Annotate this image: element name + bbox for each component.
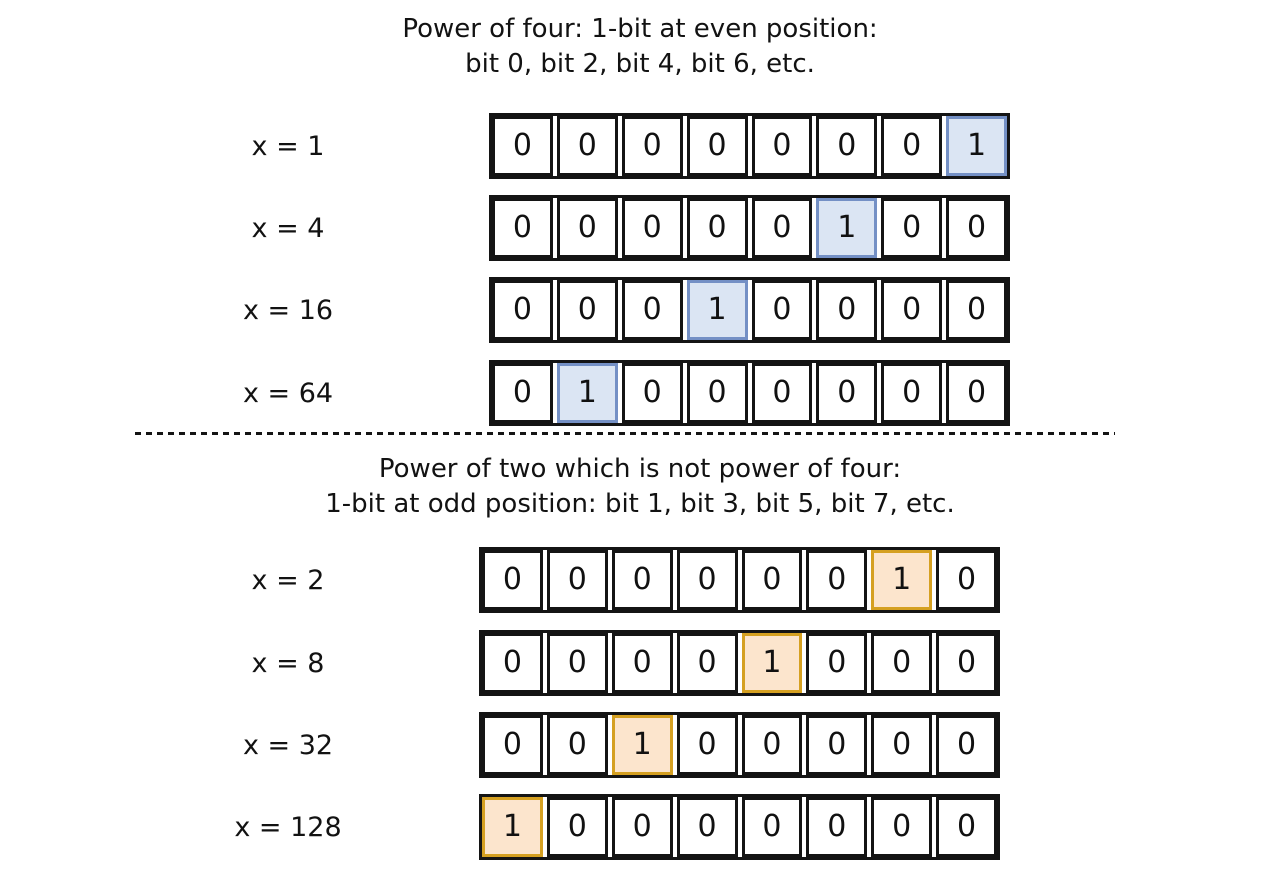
- bit-cell-highlighted: 1: [482, 797, 543, 857]
- bit-cell: 0: [621, 198, 683, 258]
- bit-cell: 0: [556, 116, 618, 176]
- bit-cell: 0: [946, 363, 1007, 423]
- bit-cell: 0: [816, 363, 878, 423]
- bit-cell: 0: [936, 797, 997, 857]
- bit-cell: 0: [621, 363, 683, 423]
- bit-cell: 0: [546, 797, 608, 857]
- bit-cell: 0: [881, 280, 943, 340]
- bit-cell-highlighted: 1: [946, 116, 1007, 176]
- bit-cell: 0: [946, 280, 1007, 340]
- bit-cell-highlighted: 1: [686, 280, 748, 340]
- bit-cell: 0: [546, 550, 608, 610]
- row-label: x = 64: [242, 377, 334, 409]
- bit-cell: 0: [686, 363, 748, 423]
- bit-cell: 0: [556, 198, 618, 258]
- bit-cell: 0: [492, 280, 553, 340]
- bit-cell: 0: [751, 280, 813, 340]
- title-line-1: Power of two which is not power of four:: [378, 454, 902, 484]
- bit-cell: 0: [482, 633, 543, 693]
- title-line-2: 1-bit at odd position: bit 1, bit 3, bit…: [325, 489, 955, 519]
- register-row-x2: x = 2 0 0 0 0 0 0 1 0: [188, 547, 1000, 613]
- bit-cell: 0: [676, 550, 738, 610]
- bit-cell: 0: [482, 715, 543, 775]
- bit-cell: 0: [621, 280, 683, 340]
- register-row-x32: x = 32 0 0 1 0 0 0 0 0: [188, 712, 1000, 778]
- bit-register: 0 1 0 0 0 0 0 0: [489, 360, 1010, 426]
- bit-cell: 0: [492, 363, 553, 423]
- bit-cell-highlighted: 1: [611, 715, 673, 775]
- row-label: x = 8: [251, 647, 325, 679]
- bit-cell: 0: [741, 715, 803, 775]
- bit-cell: 0: [621, 116, 683, 176]
- bit-register: 0 0 1 0 0 0 0 0: [479, 712, 1000, 778]
- bit-cell: 0: [946, 198, 1007, 258]
- bit-register: 0 0 0 0 0 1 0 0: [489, 195, 1010, 261]
- bit-cell: 0: [556, 280, 618, 340]
- bit-cell: 0: [936, 633, 997, 693]
- register-row-x16: x = 16 0 0 0 1 0 0 0 0: [188, 277, 1010, 343]
- bit-cell: 0: [751, 198, 813, 258]
- register-row-x8: x = 8 0 0 0 0 1 0 0 0: [188, 630, 1000, 696]
- section-title-power-of-two-not-four: Power of two which is not power of four:…: [0, 452, 1280, 522]
- bit-cell: 0: [871, 633, 933, 693]
- register-row-x64: x = 64 0 1 0 0 0 0 0 0: [188, 360, 1010, 426]
- bit-cell: 0: [816, 116, 878, 176]
- bit-cell-highlighted: 1: [816, 198, 878, 258]
- bit-cell: 0: [686, 116, 748, 176]
- bit-cell: 0: [741, 797, 803, 857]
- bit-register: 0 0 0 0 0 0 0 1: [489, 113, 1010, 179]
- bit-cell: 0: [676, 715, 738, 775]
- bit-cell: 0: [611, 633, 673, 693]
- row-label: x = 32: [242, 729, 334, 761]
- row-label: x = 1: [251, 130, 325, 162]
- bit-cell: 0: [546, 715, 608, 775]
- bit-cell: 0: [751, 116, 813, 176]
- bit-cell: 0: [806, 633, 868, 693]
- row-label: x = 4: [251, 212, 325, 244]
- bit-cell: 0: [806, 550, 868, 610]
- bit-cell: 0: [741, 550, 803, 610]
- bit-cell: 0: [881, 116, 943, 176]
- bit-cell-highlighted: 1: [741, 633, 803, 693]
- section-title-power-of-four: Power of four: 1-bit at even position: b…: [0, 12, 1280, 82]
- register-row-x1: x = 1 0 0 0 0 0 0 0 1: [188, 113, 1010, 179]
- title-line-2: bit 0, bit 2, bit 4, bit 6, etc.: [465, 49, 815, 79]
- register-row-x4: x = 4 0 0 0 0 0 1 0 0: [188, 195, 1010, 261]
- bit-cell-highlighted: 1: [556, 363, 618, 423]
- row-label: x = 16: [242, 294, 334, 326]
- bit-cell: 0: [806, 715, 868, 775]
- row-label: x = 2: [251, 564, 325, 596]
- bit-register: 0 0 0 0 0 0 1 0: [479, 547, 1000, 613]
- bit-cell: 0: [546, 633, 608, 693]
- bit-cell: 0: [871, 715, 933, 775]
- bit-register: 0 0 0 0 1 0 0 0: [479, 630, 1000, 696]
- bit-cell: 0: [936, 715, 997, 775]
- bit-cell: 0: [611, 550, 673, 610]
- bit-cell: 0: [881, 363, 943, 423]
- bit-register: 1 0 0 0 0 0 0 0: [479, 794, 1000, 860]
- bit-cell: 0: [492, 116, 553, 176]
- bit-cell: 0: [816, 280, 878, 340]
- bit-cell: 0: [686, 198, 748, 258]
- dashed-divider: [135, 432, 1115, 435]
- bit-register: 0 0 0 1 0 0 0 0: [489, 277, 1010, 343]
- bit-cell: 0: [611, 797, 673, 857]
- bit-cell: 0: [936, 550, 997, 610]
- register-row-x128: x = 128 1 0 0 0 0 0 0 0: [188, 794, 1000, 860]
- bit-cell: 0: [806, 797, 868, 857]
- title-line-1: Power of four: 1-bit at even position:: [402, 14, 878, 44]
- bit-cell: 0: [482, 550, 543, 610]
- bit-cell: 0: [676, 797, 738, 857]
- bit-cell-highlighted: 1: [871, 550, 933, 610]
- bit-cell: 0: [881, 198, 943, 258]
- row-label: x = 128: [234, 811, 342, 843]
- bit-cell: 0: [492, 198, 553, 258]
- bit-cell: 0: [871, 797, 933, 857]
- bit-cell: 0: [751, 363, 813, 423]
- bit-cell: 0: [676, 633, 738, 693]
